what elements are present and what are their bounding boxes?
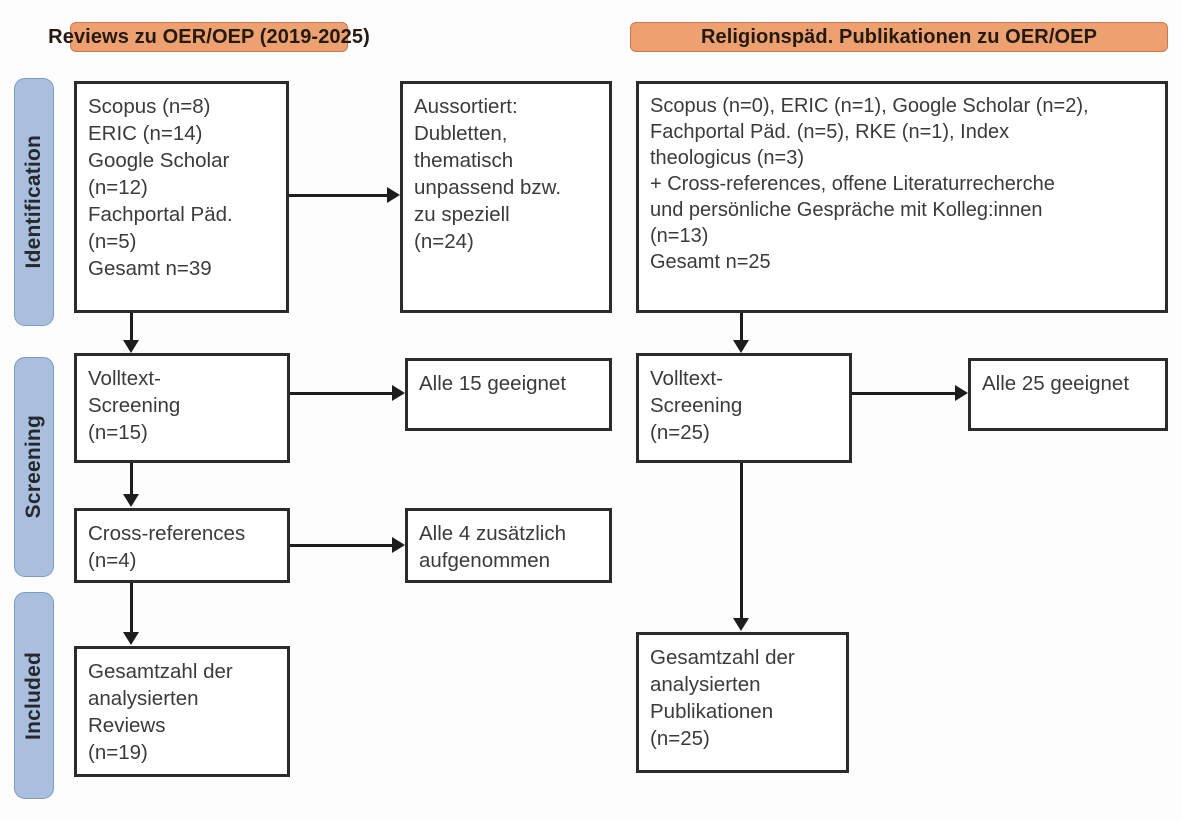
- box-right-included-total: Gesamtzahl der analysierten Publikatione…: [636, 632, 849, 773]
- connector-left-fulltext-to-eligible: [290, 392, 393, 395]
- arrowhead-left-fulltext-to-eligible: [392, 385, 405, 401]
- connector-right-fulltext-to-eligible: [852, 392, 956, 395]
- stage-label-screening-text: Screening: [22, 415, 45, 519]
- arrowhead-right-fulltext-to-eligible: [955, 385, 968, 401]
- box-left-all-added: Alle 4 zusätzlich aufgenommen: [405, 508, 612, 583]
- stage-label-identification: Identification: [14, 78, 54, 326]
- stage-label-screening: Screening: [14, 357, 54, 577]
- stage-label-identification-text: Identification: [22, 135, 45, 269]
- connector-right-sources-to-fulltext: [740, 313, 743, 341]
- box-left-cross-references: Cross-references (n=4): [74, 508, 290, 583]
- arrowhead-right-sources-to-fulltext: [733, 340, 749, 353]
- column-header-reviews: Reviews zu OER/OEP (2019-2025): [48, 22, 370, 52]
- column-header-religionspaed: Religionspäd. Publikationen zu OER/OEP: [630, 22, 1168, 52]
- box-left-all-eligible: Alle 15 geeignet: [405, 358, 612, 431]
- connector-left-crossrefs-to-included: [130, 583, 133, 633]
- box-right-all-eligible: Alle 25 geeignet: [968, 358, 1168, 431]
- connector-right-fulltext-to-included: [740, 463, 743, 619]
- connector-left-fulltext-to-crossrefs: [130, 463, 133, 495]
- connector-left-crossrefs-to-added: [290, 544, 393, 547]
- arrowhead-left-fulltext-to-crossrefs: [123, 494, 139, 507]
- arrowhead-left-crossrefs-to-included: [123, 632, 139, 645]
- connector-left-sources-to-excluded: [289, 194, 388, 197]
- arrowhead-right-fulltext-to-included: [733, 618, 749, 631]
- box-right-identification-sources: Scopus (n=0), ERIC (n=1), Google Scholar…: [636, 81, 1168, 313]
- box-right-fulltext-screening: Volltext- Screening (n=25): [636, 353, 852, 463]
- stage-label-included: Included: [14, 592, 54, 799]
- box-left-fulltext-screening: Volltext- Screening (n=15): [74, 353, 290, 463]
- box-left-included-total: Gesamtzahl der analysierten Reviews (n=1…: [74, 646, 290, 777]
- arrowhead-left-crossrefs-to-added: [392, 537, 405, 553]
- stage-label-included-text: Included: [22, 651, 45, 740]
- connector-left-sources-to-fulltext: [130, 313, 133, 341]
- arrowhead-left-sources-to-excluded: [387, 187, 400, 203]
- box-left-identification-sources: Scopus (n=8) ERIC (n=14) Google Scholar …: [74, 81, 289, 313]
- box-left-excluded: Aussortiert: Dubletten, thematisch unpas…: [400, 81, 612, 313]
- arrowhead-left-sources-to-fulltext: [123, 340, 139, 353]
